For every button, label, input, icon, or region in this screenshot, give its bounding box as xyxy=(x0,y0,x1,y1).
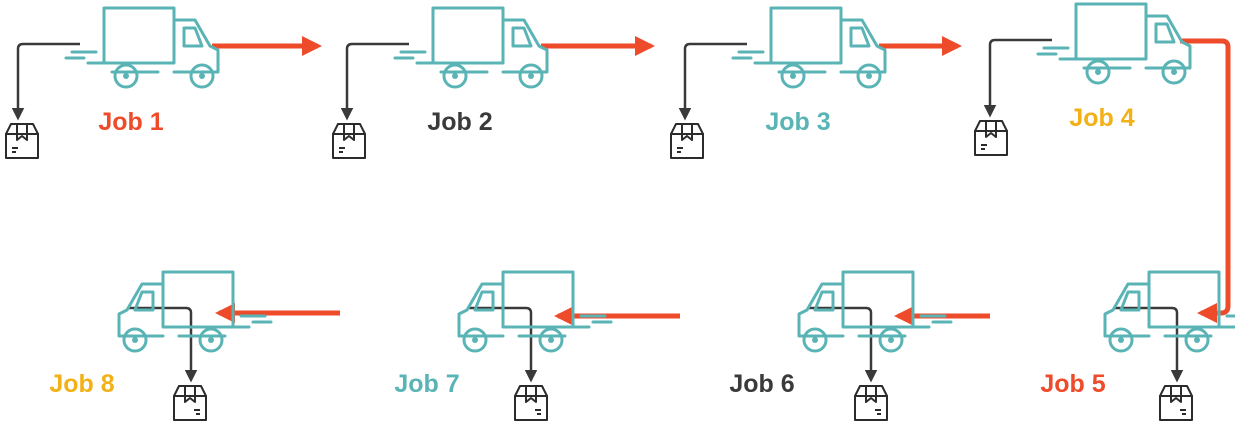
dropoff-arrow-8 xyxy=(129,306,198,383)
delivery-truck-icon xyxy=(457,270,613,353)
job-4: Job 4 xyxy=(974,2,1192,156)
delivery-truck-icon xyxy=(797,270,953,353)
job-1: Job 1 xyxy=(5,6,220,159)
delivery-truck-icon xyxy=(1103,270,1235,353)
package-box-icon xyxy=(854,385,888,421)
package-box-icon xyxy=(5,123,39,159)
package-box-icon xyxy=(514,385,548,421)
delivery-truck-icon xyxy=(731,6,887,89)
jobs: Job 1 Job 2 Job 3 Job 4 Job 5 Job 6 Job 7 Job 8 xyxy=(5,2,1235,421)
job-label: Job 8 xyxy=(49,370,114,398)
job-label: Job 7 xyxy=(394,370,459,398)
package-box-icon xyxy=(173,385,207,421)
delivery-truck-icon xyxy=(393,6,549,89)
job-label: Job 3 xyxy=(765,108,830,136)
job-label: Job 5 xyxy=(1040,370,1105,398)
package-box-icon xyxy=(1159,385,1193,421)
package-box-icon xyxy=(974,120,1008,156)
job-label: Job 1 xyxy=(98,108,163,136)
job-label: Job 6 xyxy=(729,370,794,398)
package-box-icon xyxy=(332,123,366,159)
dropoff-arrow-7 xyxy=(469,306,538,383)
job-label: Job 4 xyxy=(1069,104,1134,132)
route-flow xyxy=(11,36,1231,383)
dropoff-arrow-4 xyxy=(983,38,1052,118)
job-label: Job 2 xyxy=(427,108,492,136)
job-5: Job 5 xyxy=(1040,270,1235,421)
dropoff-arrow-5 xyxy=(1115,306,1184,383)
job-3: Job 3 xyxy=(670,6,887,159)
delivery-truck-icon xyxy=(1036,2,1192,85)
job-8: Job 8 xyxy=(49,270,273,421)
flow-arrow-4 xyxy=(1180,38,1231,323)
dropoff-arrow-3 xyxy=(678,42,747,121)
package-box-icon xyxy=(670,123,704,159)
delivery-truck-icon xyxy=(64,6,220,89)
delivery-truck-icon xyxy=(117,270,273,353)
job-6: Job 6 xyxy=(729,270,953,421)
dropoff-arrow-2 xyxy=(340,42,409,121)
dropoff-arrow-6 xyxy=(809,306,878,383)
job-2: Job 2 xyxy=(332,6,549,159)
job-7: Job 7 xyxy=(394,270,613,421)
dropoff-arrow-1 xyxy=(11,42,80,121)
